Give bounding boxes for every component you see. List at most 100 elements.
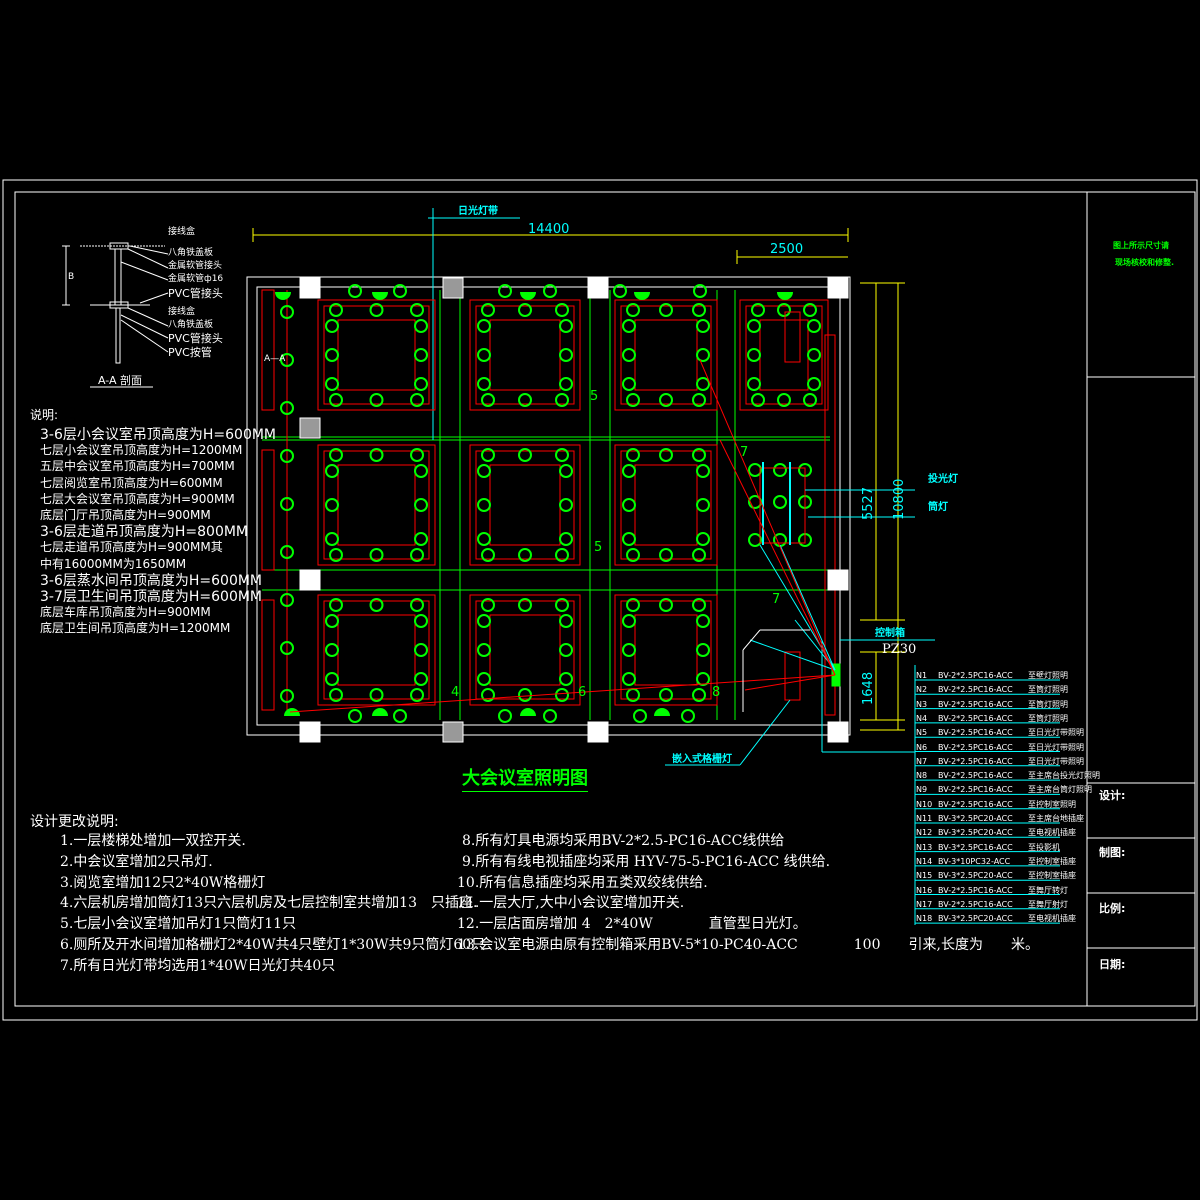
downlight-icon [559, 672, 573, 686]
pendant-light-icon [520, 292, 536, 300]
ceiling-inner [337, 464, 416, 546]
downlight-icon [748, 533, 762, 547]
control-box-model: PZ30 [882, 642, 917, 657]
structural-column [299, 277, 321, 299]
downlight-icon [477, 464, 491, 478]
section-a-a-diagram [62, 242, 169, 388]
note-line: 七层大会议室吊顶高度为H=900MM [40, 491, 235, 506]
downlight-icon [325, 377, 339, 391]
downlight-icon [692, 393, 706, 407]
sheet-border [2, 179, 1198, 1021]
downlight-icon [696, 643, 710, 657]
downlight-icon [348, 709, 362, 723]
circuit-number: 5 [594, 540, 603, 555]
circuit-dest: 至筒灯照明 [1028, 713, 1068, 723]
ceiling-outer [469, 299, 581, 411]
downlight-icon [481, 448, 495, 462]
circuit-id: N3 [916, 699, 928, 709]
downlight-icon [807, 377, 821, 391]
downlight-icon [477, 319, 491, 333]
downlight-icon [280, 497, 294, 511]
circuit-id: N18 [916, 914, 933, 924]
section-label: 接线盒 [168, 227, 196, 237]
pendant-light-icon [372, 708, 388, 716]
circuit-dest: 至主席台筒灯照明 [1028, 785, 1092, 795]
change-item: 1.一层楼梯处增加一双控开关. [60, 833, 246, 849]
downlight-icon [773, 463, 787, 477]
downlight-icon [692, 598, 706, 612]
wiring-run [699, 359, 836, 676]
section-height-label: B [68, 272, 75, 282]
wiring-run [779, 544, 836, 671]
note-line: 3-7层卫生间吊顶高度为H=600MM [40, 589, 263, 605]
ceiling-middle [745, 305, 823, 405]
wall-light-strip [261, 289, 275, 411]
downlight-icon [518, 393, 532, 407]
section-label: PVC按管 [168, 346, 212, 359]
downlight-icon [543, 284, 557, 298]
downlight-icon [414, 614, 428, 628]
ceiling-inner [489, 464, 561, 546]
ceiling-outer [317, 299, 436, 411]
wiring-run [744, 674, 836, 691]
circuit-cable: BV-2*2.5PC16-ACC [938, 771, 1013, 781]
downlight-icon [414, 532, 428, 546]
circuit-dest: 至壁灯照明 [1028, 671, 1068, 680]
downlight-icon [329, 303, 343, 317]
downlight-icon [777, 303, 791, 317]
ceiling-inner [634, 319, 698, 391]
downlight-icon [622, 464, 636, 478]
wall-light-strip [824, 334, 836, 716]
circuit-cable: BV-3*10PC32-ACC [938, 856, 1011, 866]
circuit-dest: 至日光灯带照明 [1028, 742, 1084, 752]
structural-column [827, 277, 849, 299]
partial-depth-dimension: 5527 [861, 486, 876, 520]
circuit-number: 6 [578, 685, 587, 700]
downlight-icon [748, 463, 762, 477]
circuit-id: N8 [916, 771, 928, 781]
ceiling-inner [337, 614, 416, 686]
downlight-icon [803, 393, 817, 407]
circuit-number: 8 [712, 685, 721, 700]
downlight-icon [659, 393, 673, 407]
downlight-icon [659, 303, 673, 317]
downlight-icon [659, 448, 673, 462]
downlight-icon [747, 377, 761, 391]
downlight-icon [555, 448, 569, 462]
downlight-icon [325, 643, 339, 657]
ceiling-outer [614, 299, 718, 411]
downlight-icon [518, 688, 532, 702]
downlight-icon [518, 598, 532, 612]
downlight-icon [325, 672, 339, 686]
downlight-icon [626, 303, 640, 317]
circuit-number: 4 [451, 685, 460, 700]
downlight-icon [325, 319, 339, 333]
downlight-icon [477, 672, 491, 686]
downlight-icon [280, 689, 294, 703]
ceiling-outer [469, 594, 581, 706]
section-title: A-A 剖面 [98, 374, 143, 387]
circuit-dest: 至日光灯带照明 [1028, 728, 1084, 738]
circuit-cable: BV-2*2.5PC16-ACC [938, 699, 1013, 709]
downlight-icon [622, 672, 636, 686]
downlight-icon [696, 672, 710, 686]
downlight-icon [696, 464, 710, 478]
ceiling-middle [323, 600, 430, 700]
wall-light-strip [261, 599, 275, 711]
downlight-icon [414, 348, 428, 362]
change-item: 10.所有信息插座均采用五类双绞线供给. [457, 874, 708, 891]
change-item: 9.所有有线电视插座均采用 HYV-75-5-PC16-ACC 线供给. [462, 853, 831, 870]
circuit-id: N10 [916, 799, 933, 809]
downlight-icon [410, 688, 424, 702]
downlight-icon [659, 688, 673, 702]
downlight-icon [481, 688, 495, 702]
ceiling-middle [475, 305, 575, 405]
section-mark: A—A [264, 354, 286, 364]
downlight-icon [410, 598, 424, 612]
grille-light-label: 嵌入式格栅灯 [672, 754, 732, 765]
circuit-cable: BV-2*2.5PC16-ACC [938, 885, 1013, 895]
